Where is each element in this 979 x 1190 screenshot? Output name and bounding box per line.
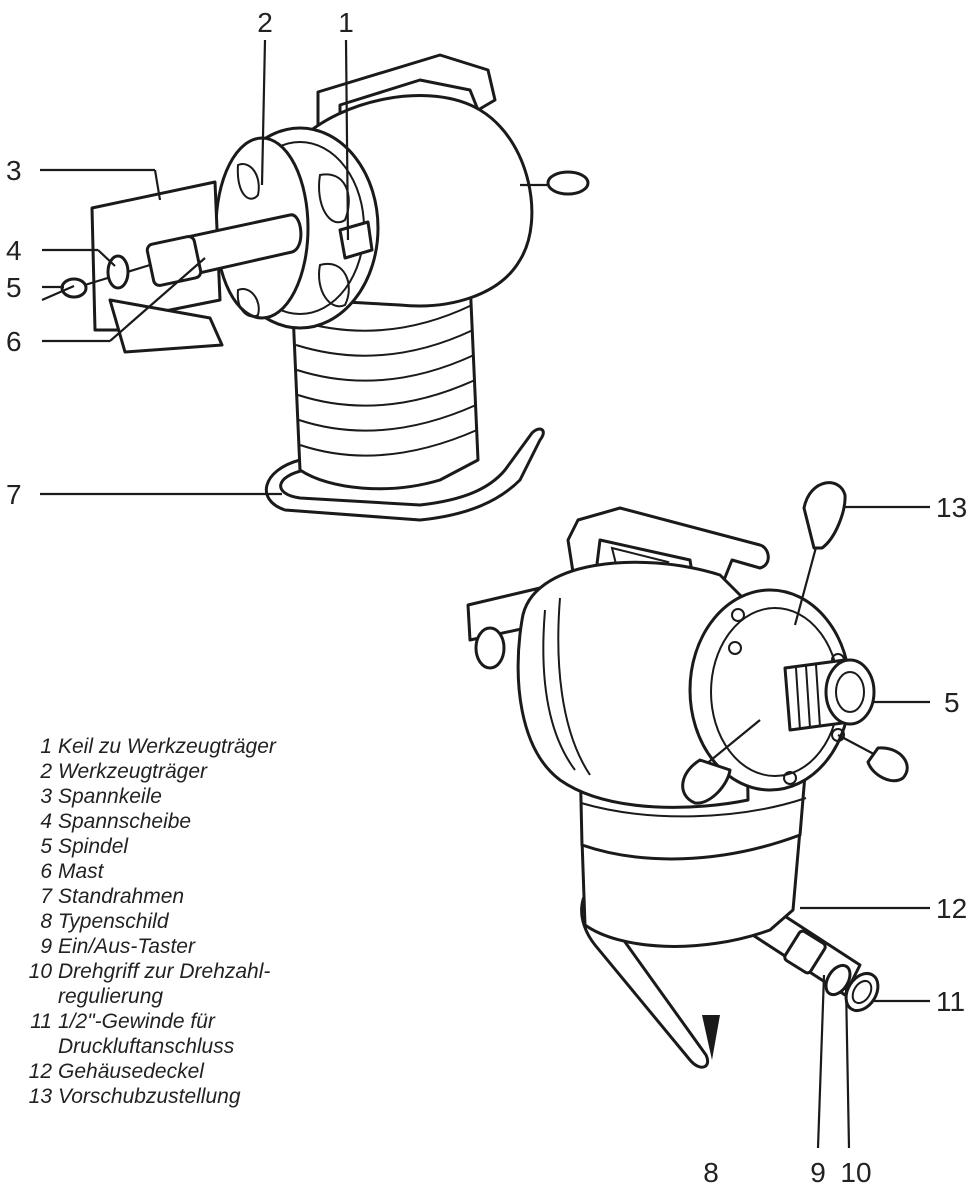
legend-number: 12 [28, 1060, 52, 1083]
feed-handle-top [802, 481, 847, 550]
callout-labels: 1 2 3 4 5 6 7 13 5 12 11 8 9 10 [6, 7, 967, 1188]
legend-text: Drehgriff zur Drehzahl- regulierung [58, 960, 271, 1008]
callout-7: 7 [6, 479, 22, 510]
feed-knob [546, 170, 590, 196]
legend-item: 12 Gehäusedeckel [28, 1059, 276, 1084]
callout-11: 11 [936, 986, 965, 1017]
legend-number: 7 [40, 885, 52, 908]
legend-text: Vorschubzustellung [58, 1085, 241, 1108]
legend-text: Standrahmen [58, 885, 185, 908]
tool-holder-wedge [338, 220, 374, 260]
legend-item: 4 Spannscheibe [28, 809, 276, 834]
feed-handle-right [866, 746, 909, 783]
callout-1: 1 [338, 7, 354, 38]
column [290, 278, 480, 491]
legend-text: Mast [58, 860, 104, 883]
legend-item: 6 Mast [28, 859, 276, 884]
callout-5-top: 5 [6, 272, 22, 303]
type-plate-arrow [702, 1015, 720, 1060]
legend-text: Spindel [58, 835, 129, 858]
legend-text: 1/2"-Gewinde für Druckluftanschluss [58, 1010, 235, 1058]
callout-10: 10 [840, 1157, 871, 1188]
legend-number: 6 [40, 860, 52, 883]
legend-number: 5 [40, 835, 52, 858]
rear-view-machine [466, 481, 909, 1069]
on-off-button [783, 929, 827, 975]
callout-4: 4 [6, 235, 22, 266]
legend-text: Gehäusedeckel [58, 1060, 204, 1083]
lower-clamping-wedge [108, 298, 224, 354]
spindle-tip [60, 277, 88, 299]
legend-number: 13 [28, 1085, 52, 1108]
legend-item: 9 Ein/Aus-Taster [28, 934, 276, 959]
legend-number: 9 [40, 935, 52, 958]
legend-number: 8 [40, 910, 52, 933]
callout-8: 8 [703, 1157, 719, 1188]
legend-number: 3 [40, 785, 52, 808]
callout-9: 9 [810, 1157, 826, 1188]
callout-5-bottom: 5 [944, 687, 960, 718]
legend-text: Spannkeile [58, 785, 162, 808]
legend-item: 3 Spannkeile [28, 784, 276, 809]
legend-item: 11 1/2"-Gewinde für Druckluftanschluss [28, 1009, 276, 1059]
legend-number: 10 [28, 960, 52, 983]
callout-6: 6 [6, 326, 22, 357]
legend-number: 11 [30, 1010, 52, 1033]
legend-text: Ein/Aus-Taster [58, 935, 195, 958]
standing-frame [264, 427, 545, 522]
housing-cover [580, 828, 802, 948]
legend-item: 2 Werkzeugträger [28, 759, 276, 784]
legend-text: Spannscheibe [58, 810, 192, 833]
legend-item: 8 Typenschild [28, 909, 276, 934]
legend-number: 2 [40, 760, 52, 783]
legend-item: 5 Spindel [28, 834, 276, 859]
legend-text: Keil zu Werkzeugträger [58, 735, 276, 758]
rear-carry-handle [566, 506, 770, 594]
legend-item: 7 Standrahmen [28, 884, 276, 909]
callout-lines [40, 39, 930, 1149]
legend-item: 10 Drehgriff zur Drehzahl- regulierung [28, 959, 276, 1009]
legend-number: 1 [40, 735, 52, 758]
callout-12: 12 [936, 893, 967, 924]
feed-handle-left [681, 758, 732, 805]
callout-3: 3 [6, 155, 22, 186]
legend-item: 13 Vorschubzustellung [28, 1084, 276, 1109]
front-view-machine [41, 53, 590, 522]
callout-2: 2 [257, 7, 273, 38]
legend-text: Werkzeugträger [58, 760, 208, 783]
legend-number: 4 [40, 810, 52, 833]
legend-text: Typenschild [58, 910, 169, 933]
legend-item: 1 Keil zu Werkzeugträger [28, 734, 276, 759]
callout-13: 13 [936, 492, 967, 523]
mast-collar [145, 235, 203, 287]
